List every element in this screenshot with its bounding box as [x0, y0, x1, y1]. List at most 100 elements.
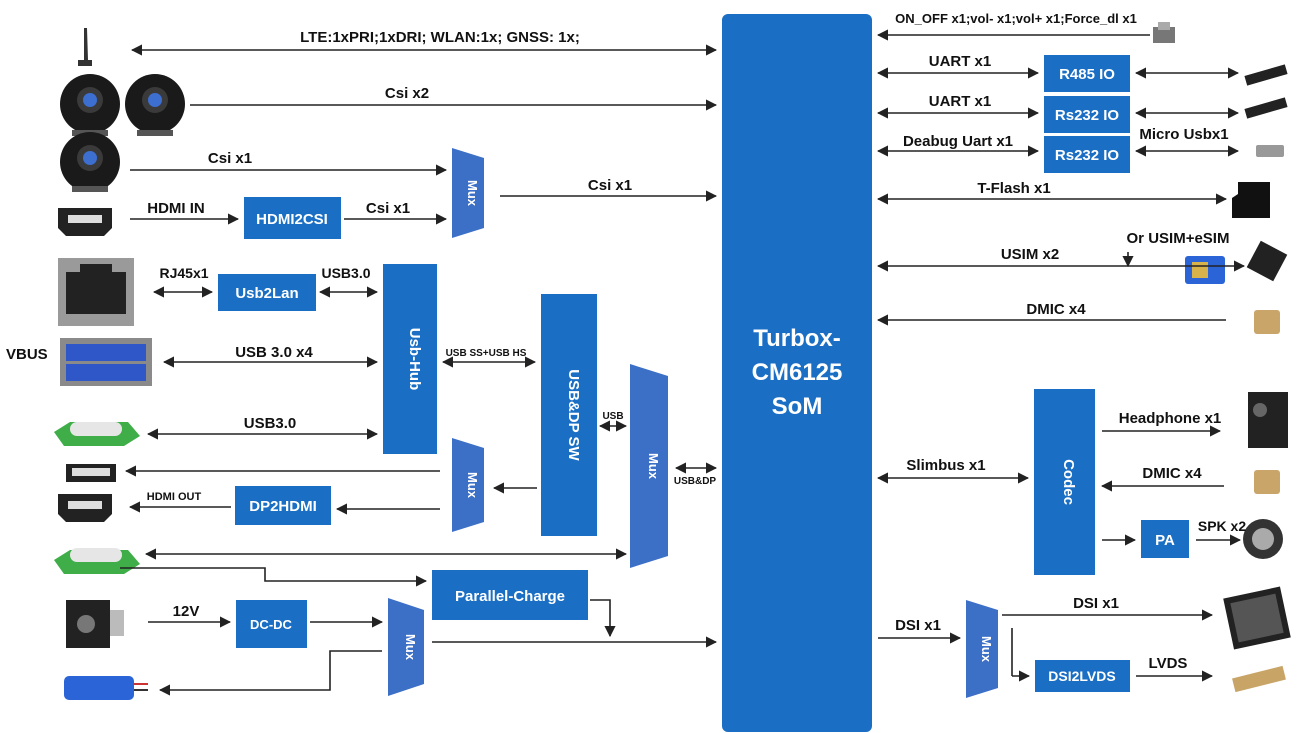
svg-text:Rs232 IO: Rs232 IO: [1055, 107, 1120, 124]
svg-text:DSI2LVDS: DSI2LVDS: [1048, 668, 1115, 684]
spk-label: SPK x2: [1198, 518, 1246, 534]
vbus-label: VBUS: [6, 346, 48, 363]
usb30-label: USB3.0: [321, 265, 370, 281]
hdmi-in-label: HDMI IN: [147, 200, 205, 217]
parallel-charge-block: Parallel-Charge: [432, 570, 588, 620]
dsi-x1-label: DSI x1: [1073, 595, 1119, 612]
lte-label: LTE:1xPRI;1xDRI; WLAN:1x; GNSS: 1x;: [300, 29, 580, 46]
dmic-x4-label: DMIC x4: [1026, 301, 1086, 318]
hdmi-out-label: HDMI OUT: [147, 491, 202, 503]
usb-dp-label: USB&DP: [674, 476, 717, 487]
debug-uart-label: Deabug Uart x1: [903, 133, 1013, 150]
usb-dp-sw-block: USB&DP SW: [541, 294, 597, 536]
mux-usb-dp: Mux: [630, 364, 668, 568]
dsi2lvds-block: DSI2LVDS: [1035, 660, 1130, 692]
headphone-label: Headphone x1: [1119, 410, 1222, 427]
displayport-icon: [66, 464, 116, 482]
usb2lan-block: Usb2Lan: [218, 274, 316, 311]
connection-labels: LTE:1xPRI;1xDRI; WLAN:1x; GNSS: 1x; Csi …: [6, 11, 1246, 672]
svg-text:SoM: SoM: [772, 393, 823, 420]
hdmi-port-icon: [58, 208, 112, 236]
pin-header-icon: [1244, 97, 1288, 119]
mux-hdmi-out: Mux: [452, 438, 484, 532]
lvds-label: LVDS: [1149, 655, 1188, 672]
svg-text:DP2HDMI: DP2HDMI: [249, 498, 317, 515]
12v-label: 12V: [173, 603, 200, 620]
svg-text:PA: PA: [1155, 532, 1175, 549]
micro-usb-label: Micro Usbx1: [1139, 126, 1228, 143]
hdmi-port-icon: [58, 494, 112, 522]
svg-text:Codec: Codec: [1060, 459, 1077, 505]
pa-block: PA: [1141, 520, 1189, 558]
camera-icon: [125, 74, 185, 136]
connector-lines: [120, 29, 1246, 696]
csi-x2-label: Csi x2: [385, 85, 429, 102]
lvds-connector-icon: [1232, 665, 1286, 693]
svg-text:HDMI2CSI: HDMI2CSI: [256, 211, 328, 228]
pin-header-icon: [1244, 64, 1288, 86]
battery-icon: [64, 676, 148, 700]
antenna-icon: [78, 28, 92, 66]
svg-text:Usb2Lan: Usb2Lan: [235, 285, 298, 302]
svg-text:Mux: Mux: [979, 636, 994, 663]
dsi-x1-label: DSI x1: [895, 617, 941, 634]
usb-c-port-icon: [54, 422, 140, 446]
rj45-label: RJ45x1: [159, 265, 208, 281]
codec-block: Codec: [1034, 389, 1095, 575]
r485-io-block: R485 IO: [1044, 55, 1130, 92]
mux-power: Mux: [388, 598, 424, 696]
speaker-icon: [1243, 519, 1283, 559]
usim-x2-label: USIM x2: [1001, 246, 1059, 263]
on-off-label: ON_OFF x1;vol- x1;vol+ x1;Force_dl x1: [895, 11, 1137, 26]
svg-text:Rs232 IO: Rs232 IO: [1055, 147, 1120, 164]
usb30-label: USB3.0: [244, 415, 297, 432]
csi-x1-label: Csi x1: [366, 200, 410, 217]
csi-x1-label: Csi x1: [208, 150, 252, 167]
hdmi2csi-block: HDMI2CSI: [244, 197, 341, 239]
mux-dsi: Mux: [966, 600, 998, 698]
usb-port-icon: [60, 338, 152, 386]
svg-text:USB&DP SW: USB&DP SW: [565, 369, 582, 461]
headphone-jack-icon: [1248, 392, 1288, 448]
som-block: Turbox- CM6125 SoM: [722, 14, 872, 732]
uart-x1-label: UART x1: [929, 93, 992, 110]
or-usim-label: Or USIM+eSIM: [1127, 230, 1230, 247]
dp2hdmi-block: DP2HDMI: [235, 486, 331, 525]
usb30-x4-label: USB 3.0 x4: [235, 344, 313, 361]
lcd-panel-icon: [1223, 586, 1291, 650]
dc-jack-icon: [66, 600, 124, 648]
csi-x1-label: Csi x1: [588, 177, 632, 194]
sd-card-icon: [1232, 182, 1270, 218]
rs232-io-block-2: Rs232 IO: [1044, 136, 1130, 173]
dc-dc-block: DC-DC: [236, 600, 307, 648]
svg-text:R485 IO: R485 IO: [1059, 66, 1115, 83]
usb-hub-block: Usb-Hub: [383, 264, 437, 454]
micro-usb-icon: [1256, 145, 1284, 157]
camera-icon: [60, 132, 120, 192]
tflash-label: T-Flash x1: [977, 180, 1050, 197]
dmic-x4-label: DMIC x4: [1142, 465, 1202, 482]
microphone-icon: [1254, 310, 1280, 334]
svg-text:CM6125: CM6125: [752, 359, 843, 386]
usb-c-port-icon: [54, 548, 140, 574]
button-icon: [1153, 22, 1175, 43]
svg-text:Parallel-Charge: Parallel-Charge: [455, 588, 565, 605]
usb-ss-hs-label: USB SS+USB HS: [446, 348, 527, 359]
svg-text:Mux: Mux: [646, 453, 661, 480]
svg-text:Mux: Mux: [465, 180, 480, 207]
svg-text:Usb-Hub: Usb-Hub: [406, 328, 423, 391]
mux-csi: Mux: [452, 148, 484, 238]
camera-icon: [60, 74, 120, 136]
sim-card-icon: [1185, 256, 1225, 284]
usb-label: USB: [602, 411, 623, 422]
slimbus-label: Slimbus x1: [906, 457, 985, 474]
svg-text:Turbox-: Turbox-: [753, 325, 841, 352]
microphone-icon: [1254, 470, 1280, 494]
rs232-io-block-1: Rs232 IO: [1044, 96, 1130, 133]
uart-x1-label: UART x1: [929, 53, 992, 70]
ethernet-port-icon: [58, 258, 134, 326]
svg-text:DC-DC: DC-DC: [250, 617, 292, 632]
svg-text:Mux: Mux: [403, 634, 418, 661]
svg-text:Mux: Mux: [465, 472, 480, 499]
